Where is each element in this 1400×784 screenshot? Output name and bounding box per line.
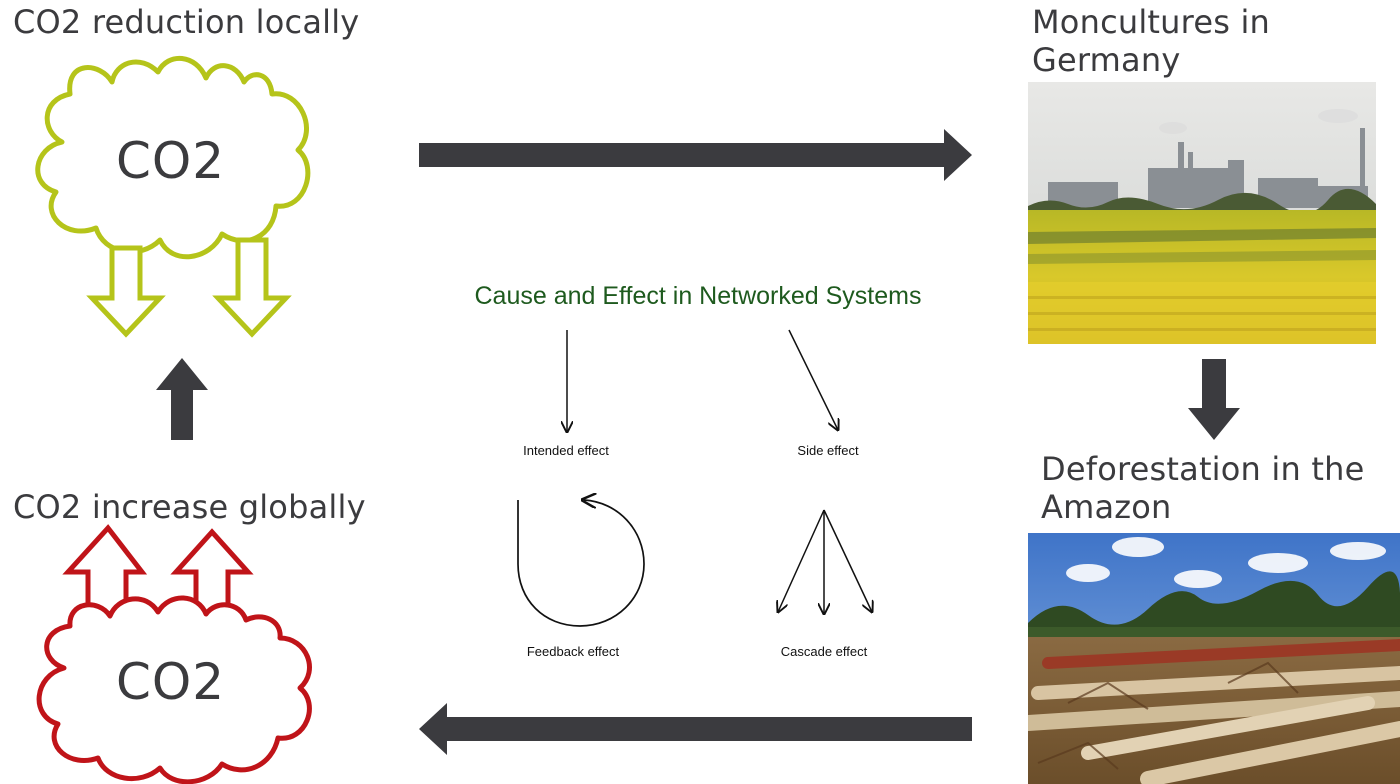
side-effect-label: Side effect [797,443,859,458]
right-arrow-icon [419,129,972,181]
up-arrow-icon [156,358,208,440]
local-co2-label: CO2 [116,132,226,190]
intended-effect-label: Intended effect [523,443,609,458]
down-arrow-icon [1188,359,1240,440]
deforestation-heading: Deforestation in the Amazon [1041,450,1365,526]
feedback-loop-icon [517,488,645,627]
cascade-arrows-icon [766,509,882,618]
red-cloud-icon [36,524,312,784]
monocultures-photo [1028,82,1376,344]
co2-reduction-heading: CO2 reduction locally [13,3,360,41]
monocultures-heading: Moncultures in Germany [1032,3,1271,79]
deforestation-photo [1028,533,1400,784]
green-cloud-icon [35,55,311,338]
cascade-effect-label: Cascade effect [780,644,868,659]
feedback-effect-label: Feedback effect [526,644,620,659]
left-arrow-icon [419,703,972,755]
co2-increase-heading: CO2 increase globally [13,488,366,526]
intended-effect-arrow-icon [556,330,580,438]
center-title: Cause and Effect in Networked Systems [474,282,922,310]
global-co2-label: CO2 [116,653,226,711]
side-effect-arrow-icon [788,329,850,438]
